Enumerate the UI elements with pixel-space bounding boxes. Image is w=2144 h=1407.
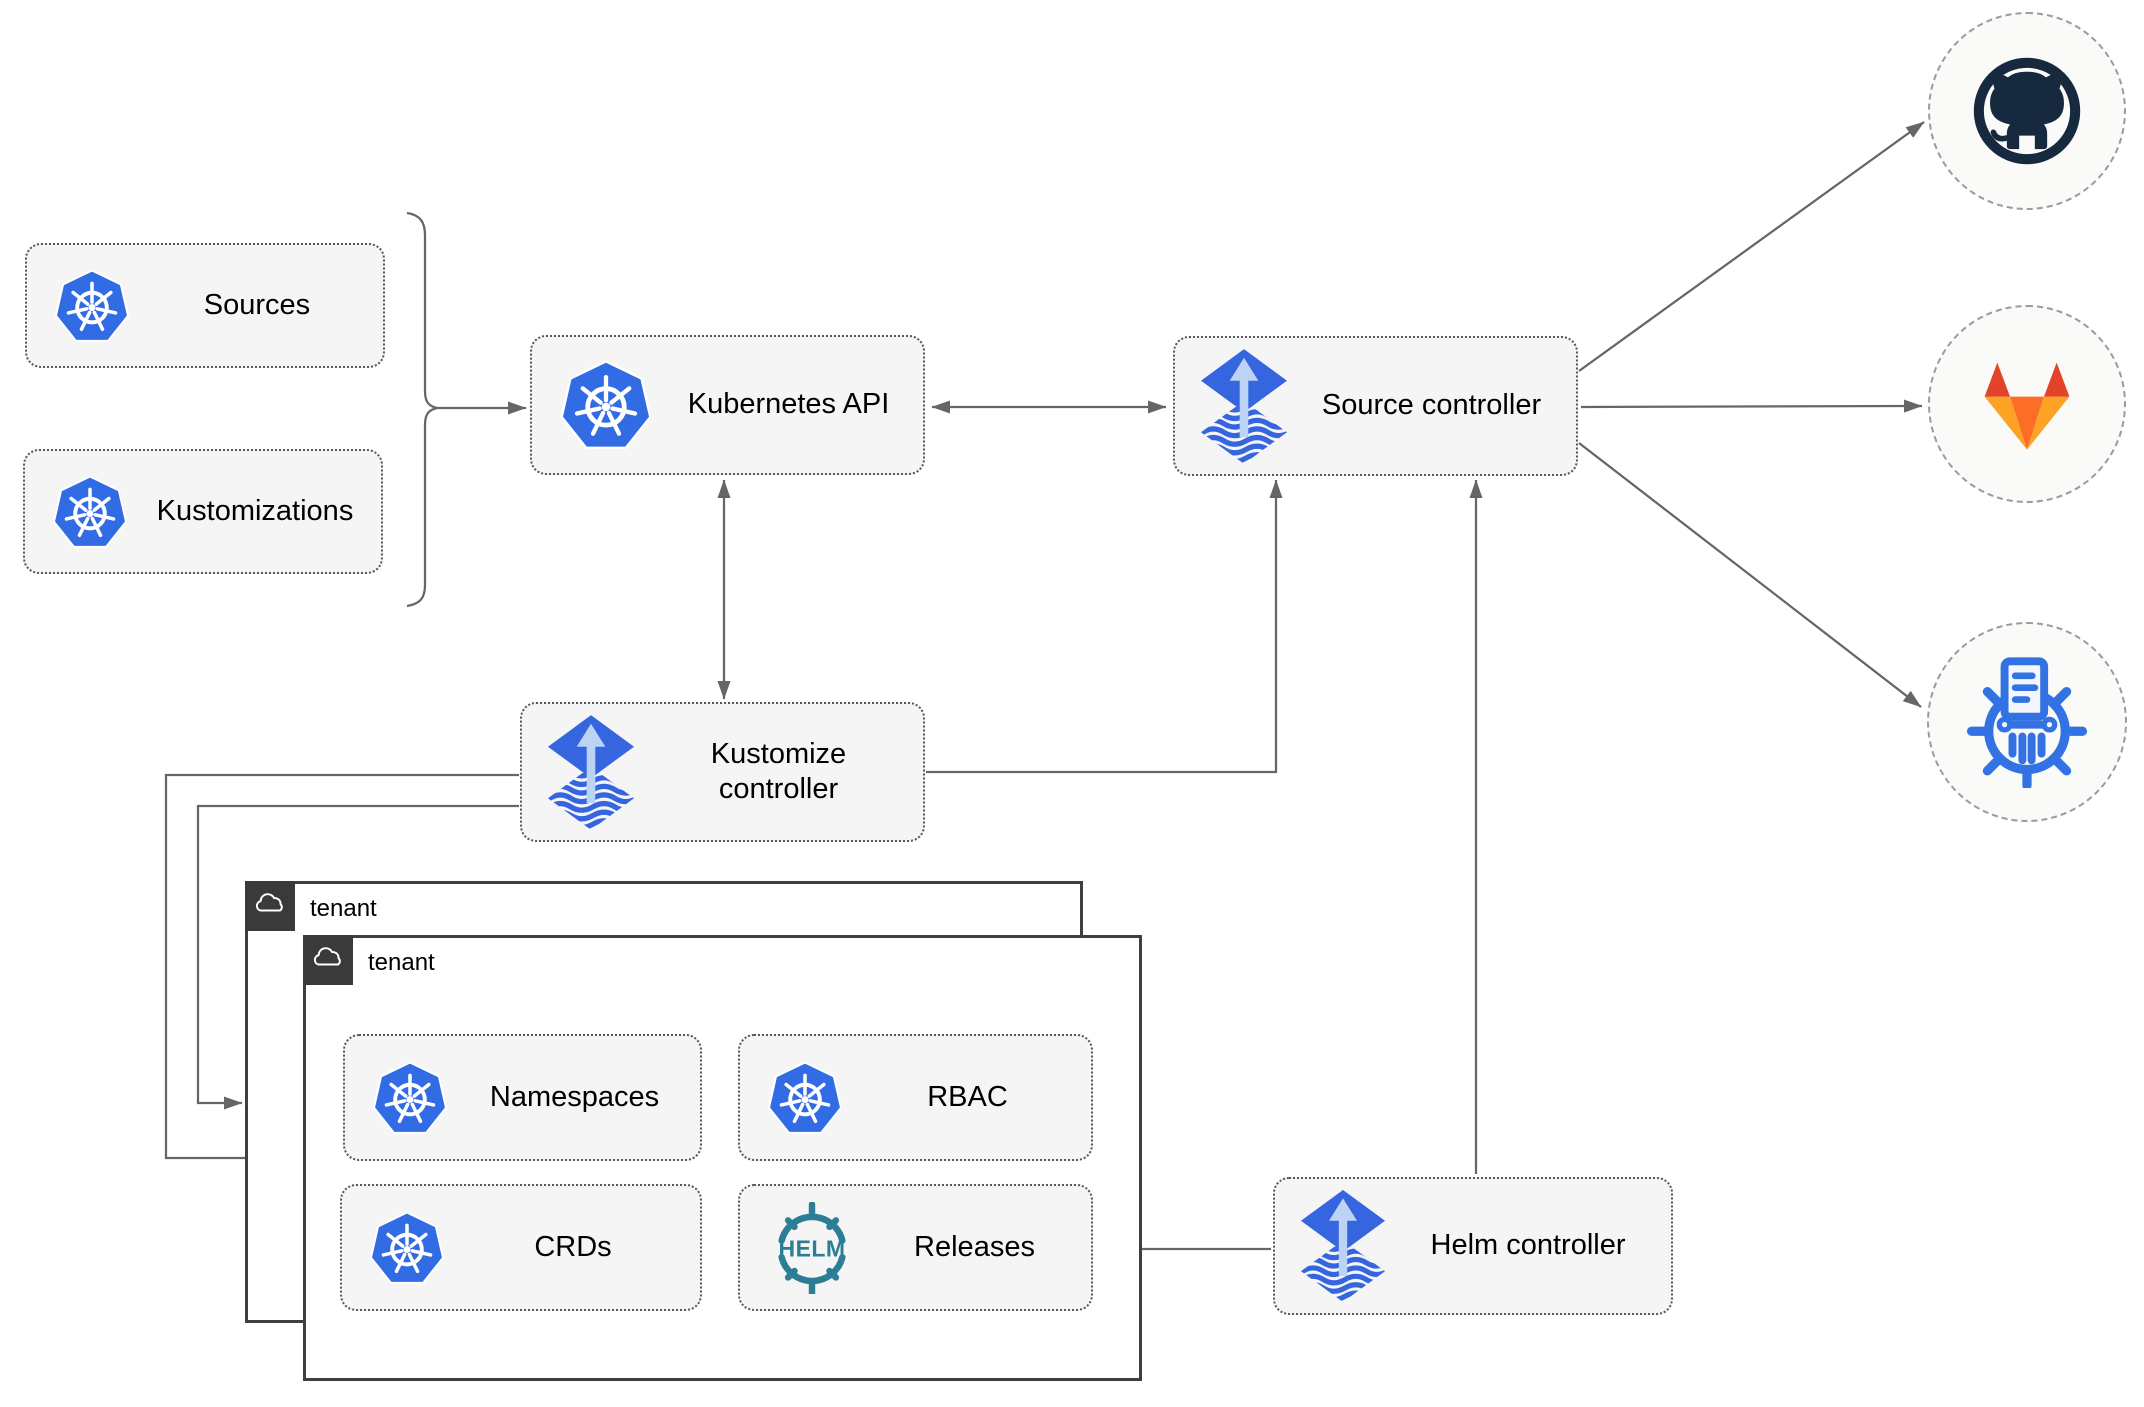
cloud-icon <box>245 881 295 931</box>
node-label: Source controller <box>1321 389 1542 422</box>
node-kustomize-controller: Kustomize controller <box>520 702 925 842</box>
node-label: Releases <box>914 1230 1035 1263</box>
node-rbac: RBAC <box>738 1034 1093 1161</box>
chartmuseum-icon <box>1961 656 2093 788</box>
node-label: Kustomize controller <box>710 737 847 805</box>
external-chartmuseum <box>1927 622 2127 822</box>
tenant-label: tenant <box>310 895 377 922</box>
node-crds: CRDs <box>340 1184 702 1311</box>
helm-icon-text: HELM <box>779 1235 846 1261</box>
node-label: Sources <box>203 288 311 321</box>
external-gitlab <box>1928 305 2126 503</box>
kubernetes-icon <box>371 1059 449 1137</box>
node-source-controller: Source controller <box>1173 336 1578 476</box>
arrow-source-to-github <box>1578 121 1925 372</box>
flux-icon <box>548 715 634 830</box>
gitlab-icon <box>1974 356 2080 452</box>
github-icon <box>1971 55 2083 167</box>
node-label: Kubernetes API <box>687 388 890 421</box>
arrow-source-to-gitlab <box>1580 399 1923 413</box>
kubernetes-icon <box>558 357 654 453</box>
kubernetes-icon <box>766 1059 844 1137</box>
node-label: Helm controller <box>1430 1229 1626 1262</box>
node-sources: Sources <box>25 243 385 368</box>
node-label: Namespaces <box>489 1080 660 1113</box>
cloud-icon <box>303 935 353 985</box>
node-label: RBAC <box>927 1080 1008 1113</box>
node-label: Kustomizations <box>156 494 354 527</box>
flux-icon <box>1201 349 1287 464</box>
flux-icon <box>1301 1190 1385 1302</box>
arrow-source-to-chartmuseum <box>1578 442 1922 708</box>
node-helm-controller: Helm controller <box>1273 1177 1673 1315</box>
arrow-kustomize-to-source-controller <box>926 479 1283 774</box>
helm-icon: HELM <box>766 1202 858 1294</box>
kubernetes-icon <box>51 473 129 551</box>
kubernetes-icon <box>53 267 131 345</box>
node-namespaces: Namespaces <box>343 1034 702 1161</box>
brace-sources-kustomizations <box>406 211 438 608</box>
node-label: CRDs <box>534 1230 612 1263</box>
external-github <box>1928 12 2126 210</box>
node-kubernetes-api: Kubernetes API <box>530 335 925 475</box>
tenant-label: tenant <box>368 949 435 976</box>
arrow-kustomize-to-tenant-back <box>196 804 519 1110</box>
arrow-kustomize-to-tenant-front <box>164 773 519 1165</box>
node-kustomizations: Kustomizations <box>23 449 383 574</box>
node-releases: HELM Releases <box>738 1184 1093 1311</box>
kubernetes-icon <box>368 1209 446 1287</box>
